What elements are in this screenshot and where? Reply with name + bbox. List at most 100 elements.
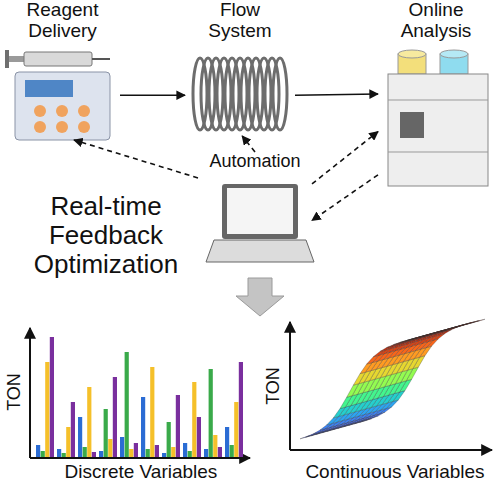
pump-button (78, 121, 90, 133)
pump-button (78, 105, 90, 117)
bar (71, 402, 75, 457)
node-heading: Flow System (200, 0, 280, 41)
bar (113, 377, 117, 457)
figure-label: Real-time Feedback Optimization (12, 192, 200, 279)
pump-display (25, 80, 73, 97)
analyzer-instrument (388, 50, 488, 186)
node-heading: Reagent Delivery (13, 0, 113, 41)
panel-divider (388, 100, 488, 101)
bar (146, 449, 150, 457)
block-arrow (236, 278, 284, 316)
bar (162, 453, 166, 457)
control-arrow (242, 136, 255, 152)
analyzer-window (400, 112, 424, 138)
bar (204, 449, 208, 457)
chart-axis (30, 457, 250, 459)
pump-button (56, 105, 68, 117)
chart-axis (29, 328, 31, 458)
bar (150, 367, 154, 457)
plunger-thumb (5, 50, 9, 68)
bar (192, 382, 196, 457)
illustrated-node: Automation (198, 152, 312, 270)
surface-cell (333, 407, 345, 418)
bar (188, 451, 192, 457)
pump-button (56, 121, 68, 133)
bar (171, 447, 175, 457)
illustrated-node: Online Analysis (378, 0, 494, 188)
bar (155, 445, 159, 457)
bar (57, 449, 61, 457)
surface-cell (347, 384, 359, 398)
laptop-base (206, 240, 314, 262)
surface-cell (367, 355, 379, 364)
figure-label: Continuous Variables (292, 461, 498, 482)
syringe-barrel (24, 52, 92, 66)
bar (104, 409, 108, 457)
illustrated-node: Reagent Delivery (5, 0, 120, 140)
control-arrow (74, 140, 198, 178)
surface-plot (300, 319, 485, 439)
bar (108, 439, 112, 457)
pump-body (15, 72, 110, 140)
bar (99, 451, 103, 457)
bar (62, 453, 66, 457)
bar (167, 422, 171, 457)
syringe-needle (92, 58, 110, 60)
pump-button (34, 121, 46, 133)
syringe-pump (5, 50, 110, 140)
bar (225, 427, 229, 457)
laptop (206, 184, 314, 262)
laptop-screen (227, 188, 293, 234)
plunger-rod (9, 56, 25, 62)
node-heading: Online Analysis (384, 0, 489, 41)
bar (134, 443, 138, 457)
bar (83, 447, 87, 457)
bar (239, 362, 243, 457)
control-arrow (312, 175, 378, 221)
flow-arrow (295, 94, 378, 95)
analyzer-body (388, 74, 488, 186)
axis-title: TON (4, 352, 26, 432)
bar-chart (36, 337, 243, 457)
laptop-screen-frame (222, 184, 298, 239)
bar (209, 369, 213, 457)
solvent-bottle-top (440, 50, 468, 58)
bar (125, 352, 129, 457)
surface-cell (340, 396, 352, 409)
control-arrow (312, 132, 378, 184)
panel-divider (388, 152, 488, 153)
bar (45, 362, 49, 457)
bar (120, 437, 124, 457)
surface-cell (373, 350, 385, 357)
bar (218, 447, 222, 457)
bar (129, 449, 133, 457)
bar (36, 445, 40, 457)
pump-button (34, 105, 46, 117)
surface-cell (413, 336, 425, 339)
coil-loop (273, 58, 287, 130)
bar (234, 402, 238, 457)
solvent-bottle-top (398, 50, 426, 58)
bar (141, 397, 145, 457)
flow-arrow (120, 94, 185, 96)
bar (78, 417, 82, 457)
bar (87, 387, 91, 457)
node-heading: Automation (199, 152, 311, 171)
surface-cell (353, 372, 365, 385)
surface-cell (360, 363, 372, 374)
surface-cell (380, 346, 392, 351)
bar (41, 451, 45, 457)
figure-label: Discrete Variables (30, 461, 252, 482)
surface-cell (387, 343, 399, 347)
bar (50, 337, 54, 457)
bar (66, 427, 70, 457)
surface-cell (313, 429, 325, 434)
surface-cell (320, 423, 332, 430)
bar (213, 435, 217, 457)
surface-cell (327, 416, 339, 425)
flow-coil (193, 58, 287, 130)
bar (197, 417, 201, 457)
bar (92, 452, 96, 457)
chart-axis (289, 322, 291, 450)
